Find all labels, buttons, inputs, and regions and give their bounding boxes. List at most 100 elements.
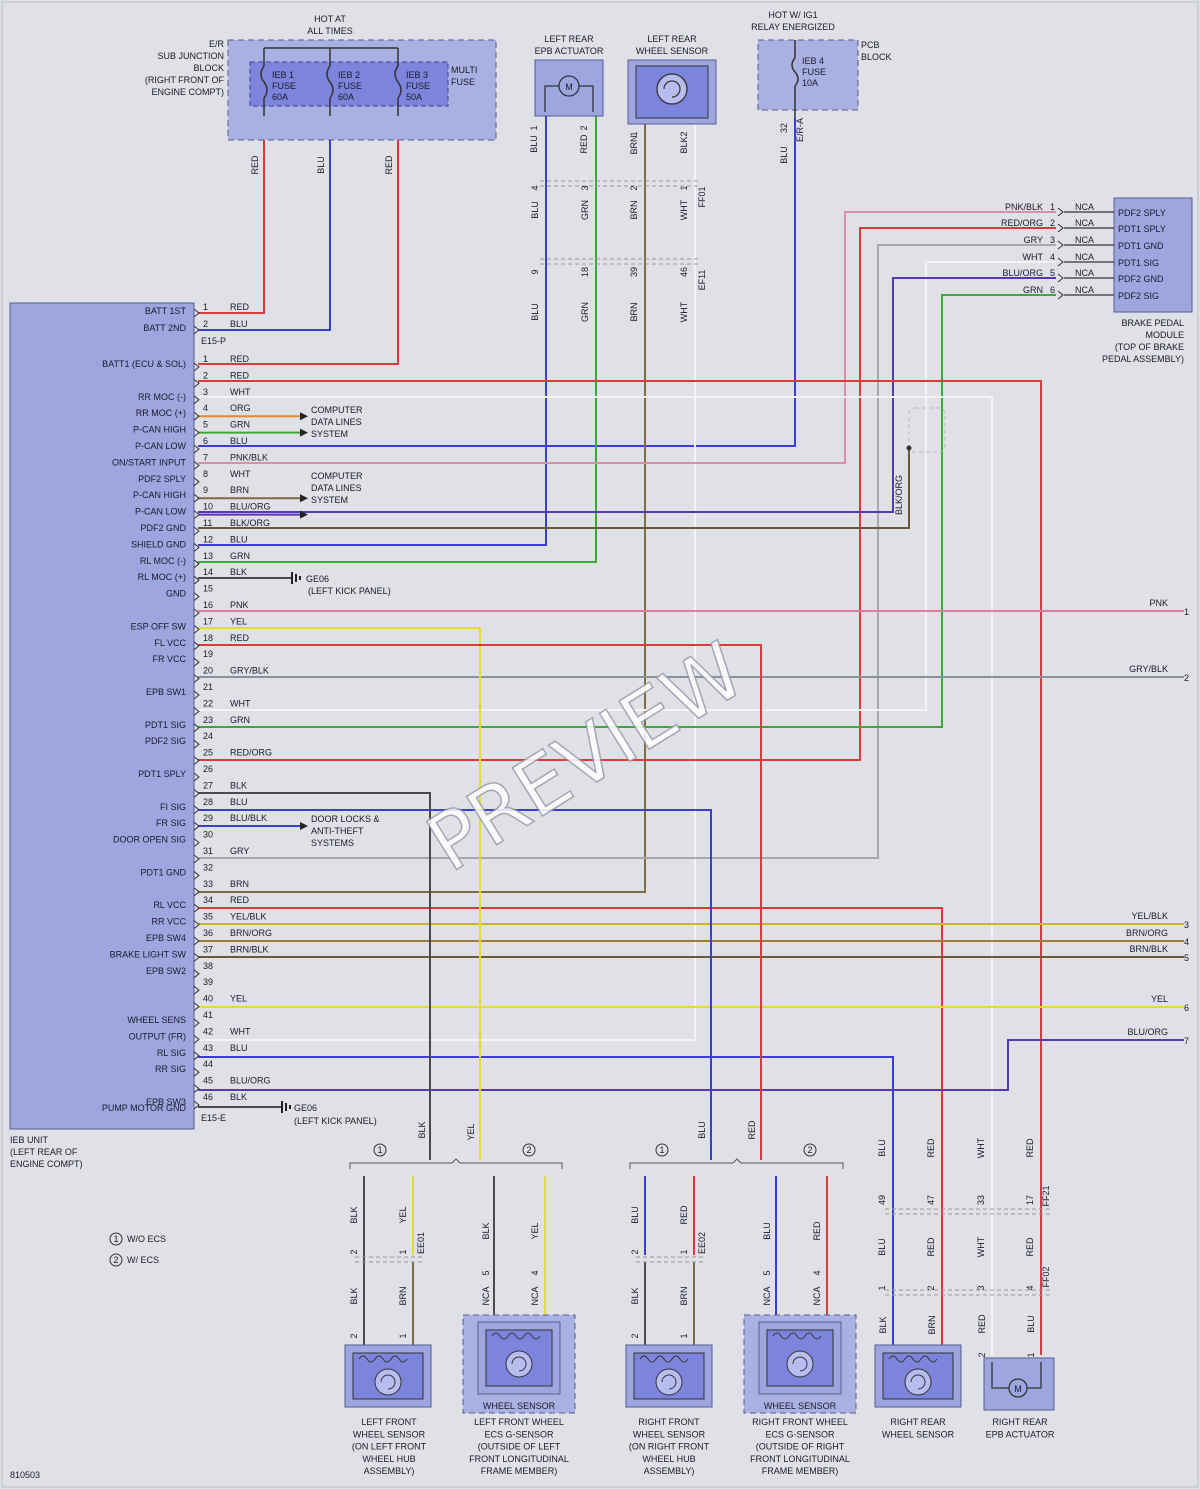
pin-number: 12 [203, 534, 213, 544]
fuse-label: 60A [272, 92, 288, 102]
pcb-label: BLOCK [861, 52, 892, 62]
connector-id: EE01 [416, 1232, 426, 1254]
connector-id: FF02 [1041, 1266, 1051, 1287]
shield-icon [908, 407, 946, 453]
pin-chevron [193, 805, 200, 815]
wire-color-label: NCA [762, 1286, 772, 1305]
pin-chevron [193, 674, 200, 683]
wire-color-label: RED [230, 633, 250, 643]
motor-symbol: M [1014, 1384, 1022, 1394]
wire-color-label: BRN/ORG [1126, 928, 1168, 938]
pin-number: 27 [203, 780, 213, 790]
pin-function-label: PDT1 GND [1118, 241, 1164, 251]
wire-color-label: WHT [230, 387, 251, 397]
inner-label: WHEEL SENSOR [483, 1401, 556, 1411]
pin-function-label: BRAKE LIGHT SW [110, 949, 187, 959]
ground-location: (LEFT KICK PANEL) [294, 1116, 377, 1126]
fuse-label: FUSE [802, 67, 826, 77]
component-label: RIGHT REAR [992, 1417, 1048, 1427]
reference-label: ANTI-THEFT [311, 826, 364, 836]
component-layer [9, 39, 1193, 1414]
wire-color-label: BLU [877, 1139, 887, 1157]
pin-number: 7 [203, 452, 208, 462]
component-label: (ON LEFT FRONT [352, 1442, 427, 1452]
pin-function-label: EPB SW3 [146, 1097, 186, 1107]
pin-chevron [193, 657, 200, 667]
pin-chevron [1057, 290, 1064, 300]
pin-chevron [193, 1035, 200, 1044]
pin-chevron [1057, 240, 1064, 250]
wire-color-label: GRY [230, 846, 249, 856]
pin-chevron [1057, 257, 1064, 267]
pin-function-label: RL MOC (+) [138, 572, 186, 582]
wire-color-label: RED [747, 1120, 757, 1140]
coil-icon [639, 1355, 689, 1363]
pin-number: 3 [580, 185, 590, 190]
pin-number: 21 [203, 682, 213, 692]
pin-function-label: EPB SW2 [146, 966, 186, 976]
ieb-unit-box [9, 302, 195, 1130]
pin-number: 2 [349, 1249, 359, 1254]
pin-function-label: ESP OFF SW [131, 621, 187, 631]
pcb-block [757, 39, 859, 111]
pin-function-label: BATT1 (ECU & SOL) [102, 359, 186, 369]
variant-number: 1 [113, 1234, 118, 1244]
component-label: ASSEMBLY) [644, 1466, 695, 1476]
wire-color-label: WHT [230, 469, 251, 479]
pin-chevron [1057, 223, 1064, 233]
pin-chevron [193, 526, 200, 536]
wire-color-label: BLK [630, 1287, 640, 1304]
sensor-arrow-icon [663, 80, 681, 98]
pin-function-label: PDF2 SPLY [1118, 208, 1166, 218]
pin-number: 3 [976, 1285, 986, 1290]
pin-chevron [193, 985, 200, 995]
output-number: 2 [1184, 673, 1189, 683]
pcb-header: HOT W/ IG1 [768, 10, 817, 20]
variant-number: 2 [113, 1255, 118, 1265]
wire-rl-sig [198, 124, 696, 1041]
wire-color-label: BLK [349, 1287, 359, 1304]
reference-label: DOOR LOCKS & [311, 814, 380, 824]
component-label: WHEEL SENSOR [633, 1429, 706, 1439]
connector-id: E15-P [201, 336, 226, 346]
wire-color-label: RED/ORG [1001, 218, 1043, 228]
connector-id: FF01 [697, 186, 707, 207]
pin-chevron [193, 903, 200, 913]
pin-number: 33 [976, 1195, 986, 1205]
pin-function-label: PDF2 GND [140, 523, 186, 533]
wire-color-label: RED [926, 1237, 936, 1257]
wire-on-start [198, 118, 796, 447]
wire-color-label: BLK [481, 1222, 491, 1239]
wire-color-label: ORG [230, 403, 251, 413]
pin-number: 1 [529, 125, 539, 130]
wire-color-label: RED [230, 895, 250, 905]
component-label: RIGHT FRONT [638, 1417, 700, 1427]
wire-color-label: YEL [230, 994, 247, 1004]
wire-color-label: PNK/BLK [230, 452, 268, 462]
sensor-arrow-icon [380, 1374, 396, 1390]
pin-function-label: GND [166, 589, 187, 599]
connector-id: E/R-A [795, 118, 805, 142]
pin-chevron [193, 575, 200, 585]
wire-color-label: BRN/ORG [230, 928, 272, 938]
pin-number: 1 [398, 1333, 408, 1338]
pin-number: 19 [203, 649, 213, 659]
pin-function-label: EPB SW4 [146, 933, 186, 943]
wire-color-label: PNK [1149, 598, 1168, 608]
pin-function-label: PDF2 SIG [145, 736, 186, 746]
pin-number: 2 [203, 370, 208, 380]
wire-color-label: BRN/BLK [230, 944, 269, 954]
pin-chevron [1057, 273, 1064, 283]
wire-color-label: BLK/ORG [230, 518, 270, 528]
pin-chevron [193, 444, 200, 454]
wire-rr-moc-plus [198, 396, 993, 1355]
pin-number: 2 [679, 131, 689, 136]
wire-color-label: RED [384, 155, 394, 175]
ground-id: GE06 [306, 574, 329, 584]
pin-number: 6 [203, 436, 208, 446]
component-label: MODULE [1145, 330, 1184, 340]
wire-color-label: NCA [481, 1286, 491, 1305]
output-number: 5 [1184, 953, 1189, 963]
sensor-icon [904, 1368, 932, 1396]
wire-color-label: RED [250, 155, 260, 175]
